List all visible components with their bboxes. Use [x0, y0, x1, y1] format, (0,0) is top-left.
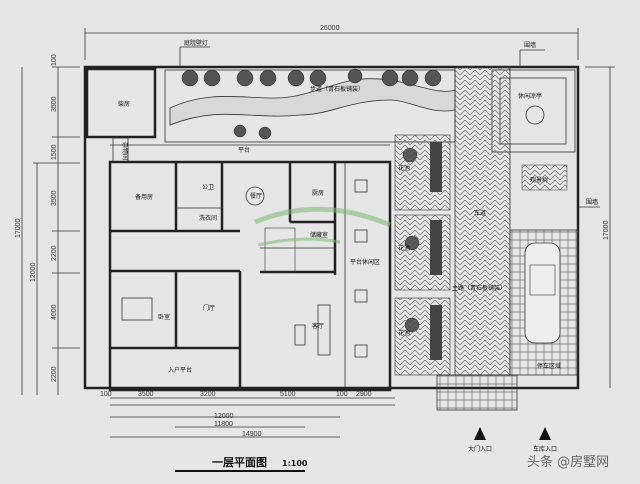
dim-left-seg: 4000 [51, 304, 58, 320]
label-wall-lamp: 庭院壁灯 [184, 39, 208, 47]
chair-icon [354, 289, 368, 303]
label-pavilion: 休闲凉亭 [518, 92, 542, 100]
chair-icon [354, 179, 368, 193]
dim-left-seg: 2200 [51, 245, 58, 261]
bed-icon [121, 297, 153, 321]
label-garden-path: 步道（青石板铺装） [310, 85, 364, 93]
logo-watermark [254, 206, 391, 247]
sofa-icon [317, 304, 331, 356]
label-entry-platform: 入户平台 [168, 366, 192, 374]
gate-paving [436, 374, 518, 411]
label-fence-right: 围墙 [586, 198, 598, 206]
plan-scale: 1:100 [282, 459, 308, 468]
chair-icon [354, 344, 368, 358]
label-fence-top: 围墙 [524, 41, 536, 49]
label-tool-room: 杂物间 [121, 142, 129, 160]
house [108, 144, 392, 392]
storage-shed [85, 67, 157, 139]
dim-bottom-seg: 100 [336, 391, 348, 398]
dim-right-total: 17000 [603, 220, 610, 240]
dim-bottom-seg: 3500 [138, 391, 154, 398]
dining-table-icon [245, 186, 265, 206]
plan-title: 一层平面图 [212, 456, 267, 469]
dim-bottom-seg: 100 [100, 391, 112, 398]
dim-left-seg: 3500 [51, 190, 58, 206]
label-public-wc: 公卫 [202, 184, 214, 191]
dim-bottom-seg: 3200 [200, 391, 216, 398]
garage-entry-arrow-icon [539, 427, 551, 440]
stairs [264, 227, 296, 273]
label-flower-bed: 花池 [398, 164, 410, 172]
top-dimension: 26000 [84, 25, 579, 60]
label-gate-entry: 大门入口 [468, 445, 492, 453]
label-foyer: 门厅 [203, 304, 215, 312]
label-landscape-tree: 观景树 [530, 176, 548, 184]
label-laundry: 洗衣间 [199, 214, 217, 222]
dim-left-seg: 2200 [51, 366, 58, 382]
chair-icon [354, 229, 368, 243]
dim-12000: 12000 [214, 413, 234, 420]
dim-left-total: 17000 [15, 218, 22, 238]
coffee-table-icon [294, 324, 306, 346]
car-icon [524, 242, 561, 344]
label-flower-bed: 花池 [398, 244, 410, 252]
bottom-dimensions: 100 3500 3200 5100 100 2900 12000 11800 … [100, 391, 395, 438]
dim-left-seg: 3500 [51, 96, 58, 112]
label-kitchen: 厨房 [312, 189, 324, 197]
dim-left-house: 12000 [30, 262, 37, 282]
right-dimension: 17000 [585, 66, 615, 388]
driveway [454, 66, 511, 376]
label-living: 客厅 [312, 322, 324, 330]
label-dining: 餐厅 [250, 192, 262, 200]
label-driveway: 车道 [474, 209, 486, 217]
dim-14900: 14900 [242, 431, 262, 438]
label-main-path: 主路（青石板铺装） [452, 284, 506, 292]
label-bedroom: 卧室 [158, 313, 170, 321]
gate-entry-arrow-icon [474, 427, 486, 440]
dim-bottom-seg: 5100 [280, 391, 296, 398]
watermark: 头条 @房墅网 [527, 454, 609, 470]
left-dimensions: 17000 12000 100 3500 1500 3500 2200 4000… [15, 54, 80, 395]
label-spare-room: 备用房 [135, 193, 153, 201]
label-parking: 停车区域 [537, 362, 561, 370]
parking-area: 停车区域 [509, 229, 579, 376]
label-terrace-lounge: 平台休闲区 [350, 258, 380, 266]
label-storage-shed: 柴房 [118, 100, 130, 108]
dim-left-seg: 100 [51, 54, 58, 66]
landscape-tree-bed [521, 164, 568, 191]
label-garage-entry: 车库入口 [533, 445, 557, 453]
label-flower-bed: 花池 [398, 329, 410, 337]
dim-11800: 11800 [214, 421, 233, 428]
dim-top-total: 26000 [320, 25, 340, 32]
site-boundary [83, 65, 580, 390]
label-storage: 储藏室 [310, 231, 328, 239]
label-platform: 平台 [238, 146, 250, 154]
flower-beds: 花池 花池 花池 [394, 134, 451, 376]
dim-left-seg: 1500 [51, 144, 58, 160]
dim-bottom-seg: 2900 [356, 391, 372, 398]
